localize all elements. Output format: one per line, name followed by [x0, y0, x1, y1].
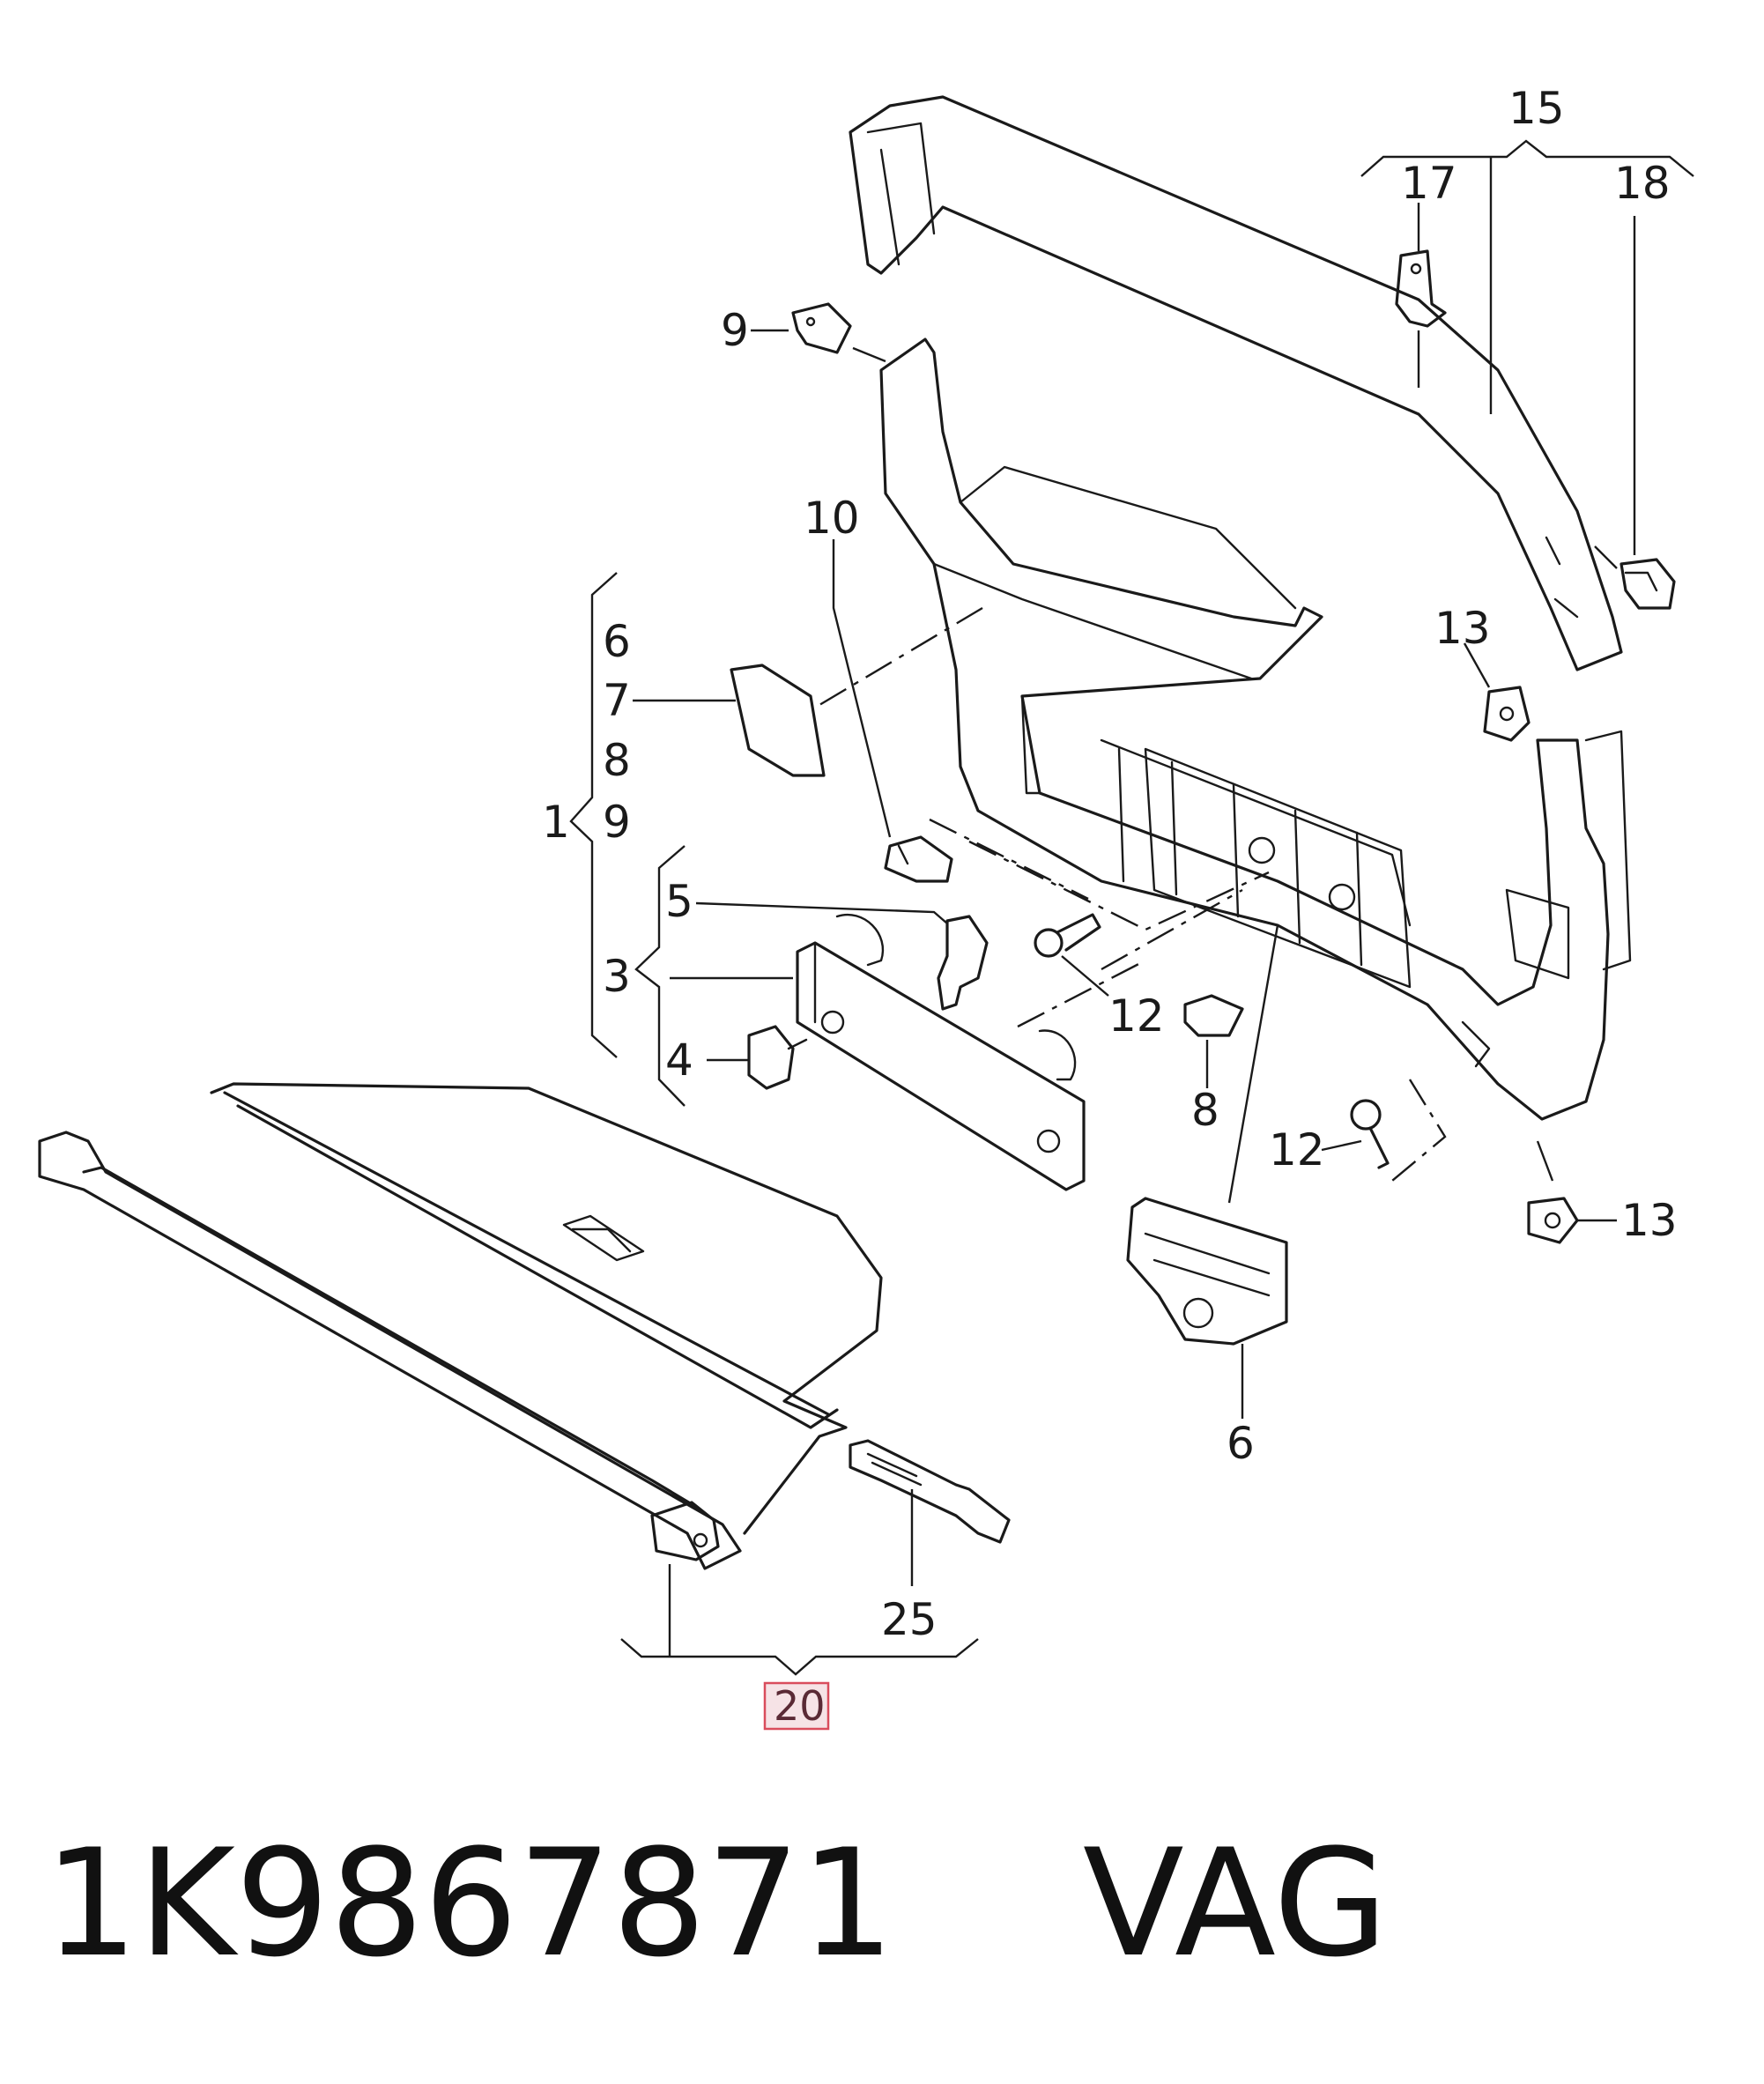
- part-number-caption: 1K9867871 VAG: [44, 1806, 1718, 2000]
- clip-10: [884, 835, 953, 883]
- label-15: 15: [1508, 83, 1565, 134]
- label-10: 10: [804, 493, 860, 544]
- label-25: 25: [881, 1594, 938, 1645]
- label-8: 8: [1191, 1085, 1219, 1136]
- label-17: 17: [1401, 158, 1457, 209]
- hook-5: [937, 915, 989, 1011]
- grip-plate-3: [796, 914, 1086, 1191]
- cover-cap-7: [730, 664, 826, 777]
- tailgate-lower-trim-panel: [879, 337, 1632, 1121]
- label-6-group: 6: [603, 616, 631, 667]
- bracket-17: [1395, 249, 1447, 328]
- plug-4: [747, 1025, 808, 1090]
- label-13-lower: 13: [1621, 1195, 1678, 1246]
- clip-8: [1183, 994, 1244, 1037]
- alignment-lines: [819, 606, 1447, 1182]
- label-6: 6: [1227, 1418, 1255, 1469]
- clip-9: [791, 302, 852, 354]
- label-9-group: 9: [603, 797, 631, 848]
- latch-housing-6: [1126, 1197, 1288, 1346]
- label-20: 20: [774, 1682, 826, 1730]
- clip-18: [1619, 558, 1676, 610]
- screw-12-upper: [1034, 913, 1101, 958]
- label-12-lower: 12: [1269, 1124, 1325, 1175]
- clip-nut-13-upper: [1483, 686, 1531, 742]
- label-1: 1: [542, 797, 570, 848]
- label-8-group: 8: [603, 735, 631, 786]
- bracket-25: [849, 1439, 1011, 1544]
- label-4: 4: [665, 1035, 693, 1086]
- part-number: 1K9867871: [44, 1817, 895, 1990]
- clip-nut-13-lower: [1527, 1197, 1579, 1244]
- screw-12-lower: [1350, 1099, 1390, 1169]
- label-3: 3: [603, 951, 631, 1002]
- brand-name: VAG: [1082, 1817, 1389, 1990]
- highlight-box-20: [763, 1681, 830, 1731]
- label-18: 18: [1614, 158, 1671, 209]
- label-13-upper: 13: [1434, 603, 1491, 654]
- label-7: 7: [603, 675, 631, 726]
- luggage-cover-20: [38, 1082, 883, 1570]
- callout-labels: 15 17 18 9 10 13 6 7 8 1 9 5 3 12 4 8 12…: [542, 83, 1678, 1731]
- label-9-top: 9: [721, 305, 749, 356]
- label-5: 5: [665, 876, 693, 927]
- tailgate-upper-trim: [849, 95, 1623, 671]
- leader-lines: [569, 139, 1694, 1676]
- label-12-upper: 12: [1108, 990, 1165, 1042]
